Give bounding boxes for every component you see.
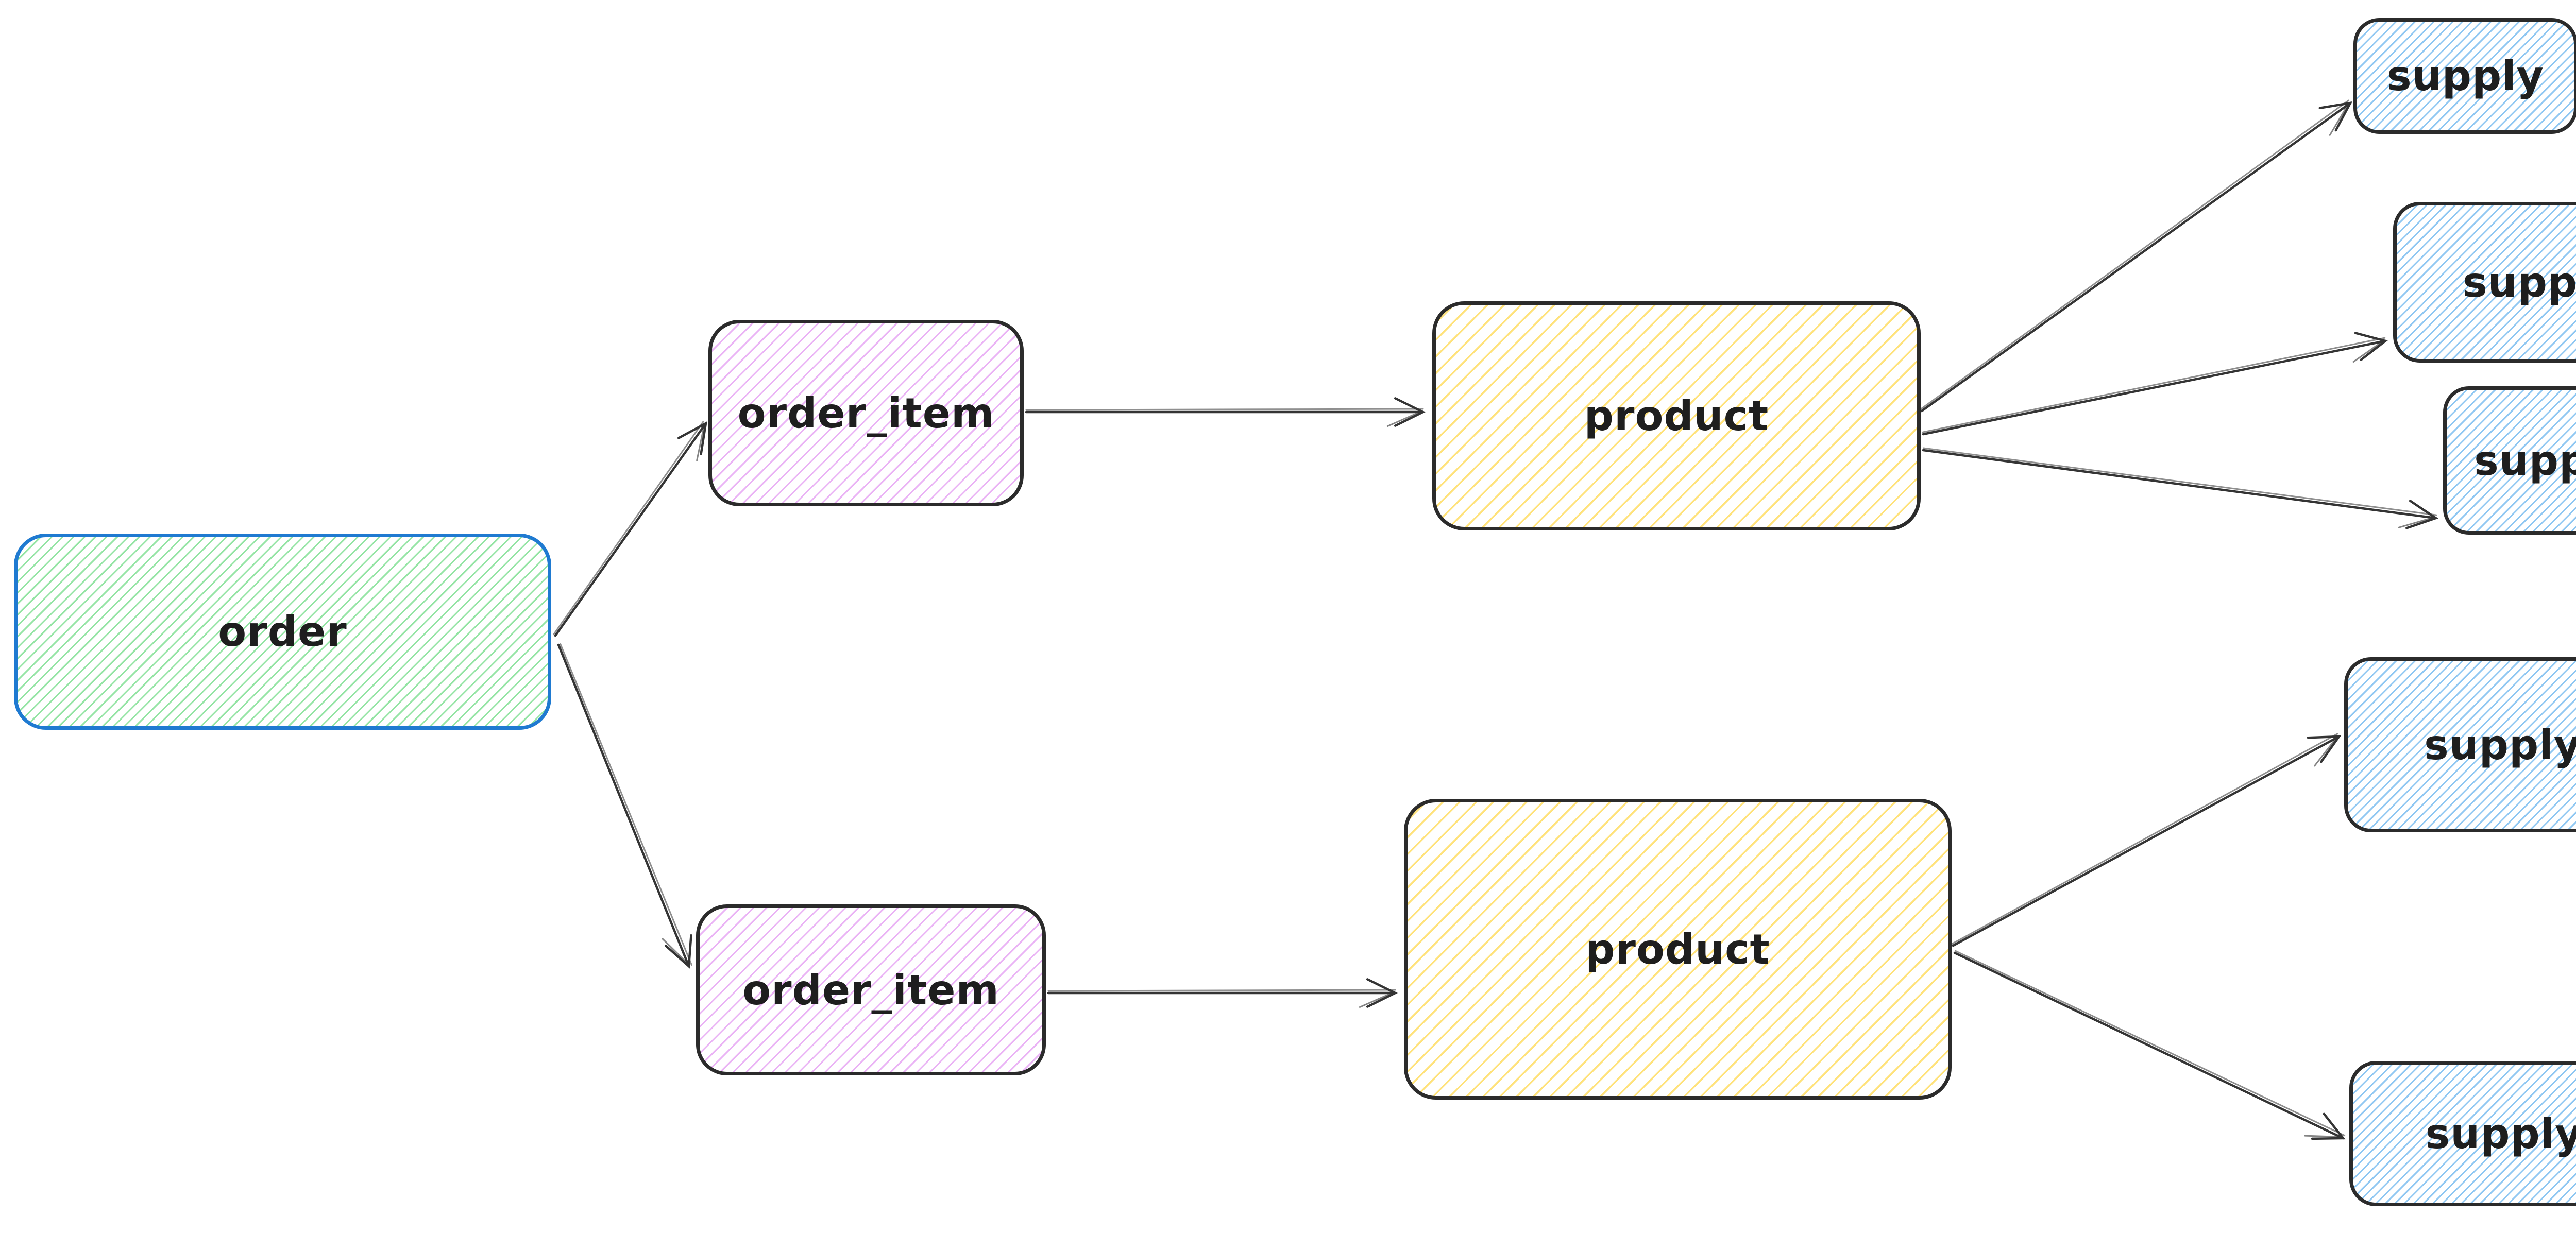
arrow-order_item_top-to-product_top[interactable] bbox=[1025, 397, 1426, 427]
arrow-order-to-order_item_bottom[interactable] bbox=[557, 643, 693, 969]
node-supply_3[interactable]: supply bbox=[2443, 386, 2576, 535]
node-supply_1[interactable]: supply bbox=[2353, 18, 2576, 134]
node-label: order bbox=[218, 608, 347, 656]
arrow-product_bottom-to-supply_5[interactable] bbox=[1953, 950, 2346, 1140]
node-product_bottom[interactable]: product bbox=[1404, 799, 1952, 1100]
arrow-product_top-to-supply_2[interactable] bbox=[1922, 332, 2388, 436]
node-label: product bbox=[1585, 925, 1770, 973]
node-product_top[interactable]: product bbox=[1432, 301, 1921, 530]
node-label: supply bbox=[2387, 52, 2544, 100]
node-supply_2[interactable]: supply bbox=[2393, 202, 2576, 363]
node-supply_5[interactable]: supply bbox=[2349, 1061, 2576, 1206]
arrow-order-to-order_item_top[interactable] bbox=[553, 421, 707, 637]
node-label: order_item bbox=[742, 966, 999, 1014]
arrow-product_top-to-supply_1[interactable] bbox=[1920, 99, 2353, 413]
node-order[interactable]: order bbox=[14, 534, 551, 730]
node-order_item_top[interactable]: order_item bbox=[708, 320, 1024, 506]
node-label: supply bbox=[2425, 1109, 2576, 1158]
node-label: product bbox=[1584, 392, 1769, 440]
arrow-product_bottom-to-supply_4[interactable] bbox=[1951, 733, 2342, 947]
node-label: supply bbox=[2463, 258, 2576, 306]
arrow-order_item_bottom-to-product_bottom[interactable] bbox=[1047, 978, 1398, 1008]
node-label: supply bbox=[2424, 721, 2576, 769]
node-order_item_bottom[interactable]: order_item bbox=[696, 904, 1046, 1075]
arrow-product_top-to-supply_3[interactable] bbox=[1922, 447, 2439, 529]
node-label: order_item bbox=[737, 389, 995, 437]
node-label: supply bbox=[2474, 436, 2576, 485]
node-supply_4[interactable]: supply bbox=[2344, 657, 2576, 832]
